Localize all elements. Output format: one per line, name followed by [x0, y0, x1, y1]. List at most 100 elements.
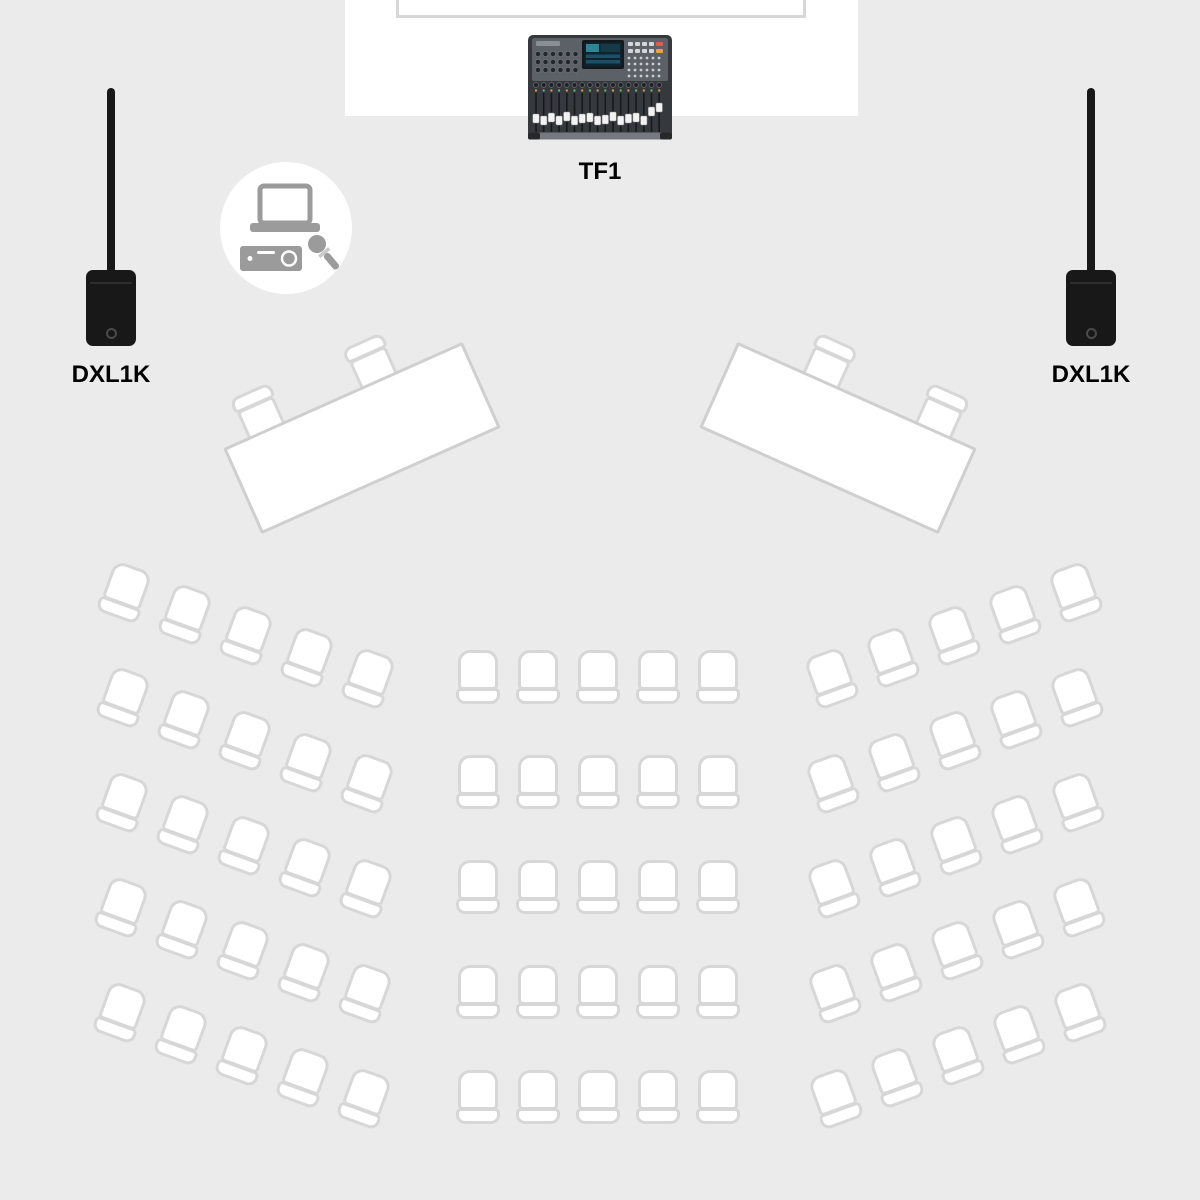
chair-backrest: [456, 1003, 500, 1019]
chair-left-3-3: [215, 812, 275, 878]
speaker-left: [86, 88, 136, 346]
yamaha-logo-icon: [105, 328, 117, 339]
chair-right-3-5: [803, 855, 863, 921]
chair-seat: [458, 650, 498, 690]
chair-backrest: [576, 1108, 620, 1124]
chair-backrest: [456, 1108, 500, 1124]
sources-circle: [220, 162, 352, 294]
chair-left-4-3: [214, 917, 274, 983]
chair-right-2-5: [802, 750, 862, 816]
chair-seat: [578, 755, 618, 795]
laptop-icon: [250, 183, 320, 232]
chair-center-3-3: [576, 860, 620, 914]
chair-backrest: [636, 688, 680, 704]
chair-left-2-1: [94, 664, 154, 730]
chair-left-4-1: [92, 874, 152, 940]
chair-right-4-4: [865, 939, 925, 1005]
chair-left-3-1: [93, 769, 153, 835]
chair-left-2-2: [155, 686, 215, 752]
chair-left-5-2: [152, 1001, 212, 1067]
chair-right-2-2: [985, 686, 1045, 752]
chair-center-2-3: [576, 755, 620, 809]
tf1-label: TF1: [578, 158, 622, 185]
chair-right-1-3: [923, 602, 983, 668]
chair-seat: [698, 1070, 738, 1110]
chair-left-3-4: [276, 834, 336, 900]
chair-left-5-3: [213, 1022, 273, 1088]
chair-left-5-4: [274, 1044, 334, 1110]
speaker-right: [1066, 88, 1116, 346]
chair-seat: [458, 965, 498, 1005]
chair-backrest: [696, 688, 740, 704]
chair-center-3-4: [636, 860, 680, 914]
chair-backrest: [696, 1003, 740, 1019]
chair-center-2-1: [456, 755, 500, 809]
chair-right-3-3: [925, 812, 985, 878]
speaker-grille-seam: [90, 282, 132, 284]
chair-right-4-3: [926, 917, 986, 983]
chair-backrest: [456, 793, 500, 809]
chair-seat: [638, 755, 678, 795]
chair-right-1-2: [984, 581, 1044, 647]
chair-center-4-2: [516, 965, 560, 1019]
chair-right-5-5: [805, 1065, 865, 1131]
chair-seat: [698, 860, 738, 900]
chair-right-2-3: [924, 707, 984, 773]
mixer-button-cluster: [628, 42, 654, 53]
stage-backdrop: [396, 0, 806, 18]
chair-left-3-2: [154, 791, 214, 857]
chair-center-4-1: [456, 965, 500, 1019]
chair-backrest: [516, 1108, 560, 1124]
chair-seat: [638, 1070, 678, 1110]
chair-backrest: [516, 1003, 560, 1019]
chair-center-3-1: [456, 860, 500, 914]
chair-seat: [458, 1070, 498, 1110]
mixer-armrest: [528, 132, 672, 140]
chair-right-5-4: [866, 1044, 926, 1110]
chair-right-5-1: [1049, 979, 1109, 1045]
speaker-pole: [1087, 88, 1095, 274]
chair-backrest: [696, 1108, 740, 1124]
chair-right-1-1: [1045, 559, 1105, 625]
chair-center-2-4: [636, 755, 680, 809]
speaker-grille-seam: [1070, 282, 1112, 284]
chair-left-2-5: [338, 750, 398, 816]
chair-backrest: [636, 1003, 680, 1019]
chair-center-5-1: [456, 1070, 500, 1124]
chair-left-5-1: [91, 979, 151, 1045]
chair-left-5-5: [335, 1065, 395, 1131]
chair-seat: [638, 965, 678, 1005]
speaker-pole: [107, 88, 115, 274]
chair-right-3-1: [1047, 769, 1107, 835]
chair-seat: [698, 650, 738, 690]
chair-center-2-5: [696, 755, 740, 809]
speaker-cabinet: [86, 270, 136, 346]
chair-backrest: [696, 898, 740, 914]
yamaha-logo-icon: [1085, 328, 1097, 339]
chair-left-3-5: [337, 855, 397, 921]
chair-seat: [518, 860, 558, 900]
media-player-icon: [240, 246, 302, 271]
chair-seat: [578, 1070, 618, 1110]
chair-right-4-5: [804, 960, 864, 1026]
chair-right-1-5: [801, 645, 861, 711]
chair-seat: [518, 650, 558, 690]
chair-left-1-4: [278, 624, 338, 690]
chair-right-4-2: [987, 896, 1047, 962]
chair-center-1-3: [576, 650, 620, 704]
chair-center-3-2: [516, 860, 560, 914]
chair-backrest: [576, 793, 620, 809]
chair-right-3-4: [864, 834, 924, 900]
chair-right-3-2: [986, 791, 1046, 857]
chair-seat: [458, 860, 498, 900]
speaker-cabinet: [1066, 270, 1116, 346]
chair-left-2-3: [216, 707, 276, 773]
chair-seat: [458, 755, 498, 795]
yamaha-logo-icon: [536, 41, 560, 46]
chair-backrest: [636, 793, 680, 809]
chair-left-1-3: [217, 602, 277, 668]
chair-backrest: [516, 688, 560, 704]
chair-center-2-2: [516, 755, 560, 809]
chair-center-1-1: [456, 650, 500, 704]
